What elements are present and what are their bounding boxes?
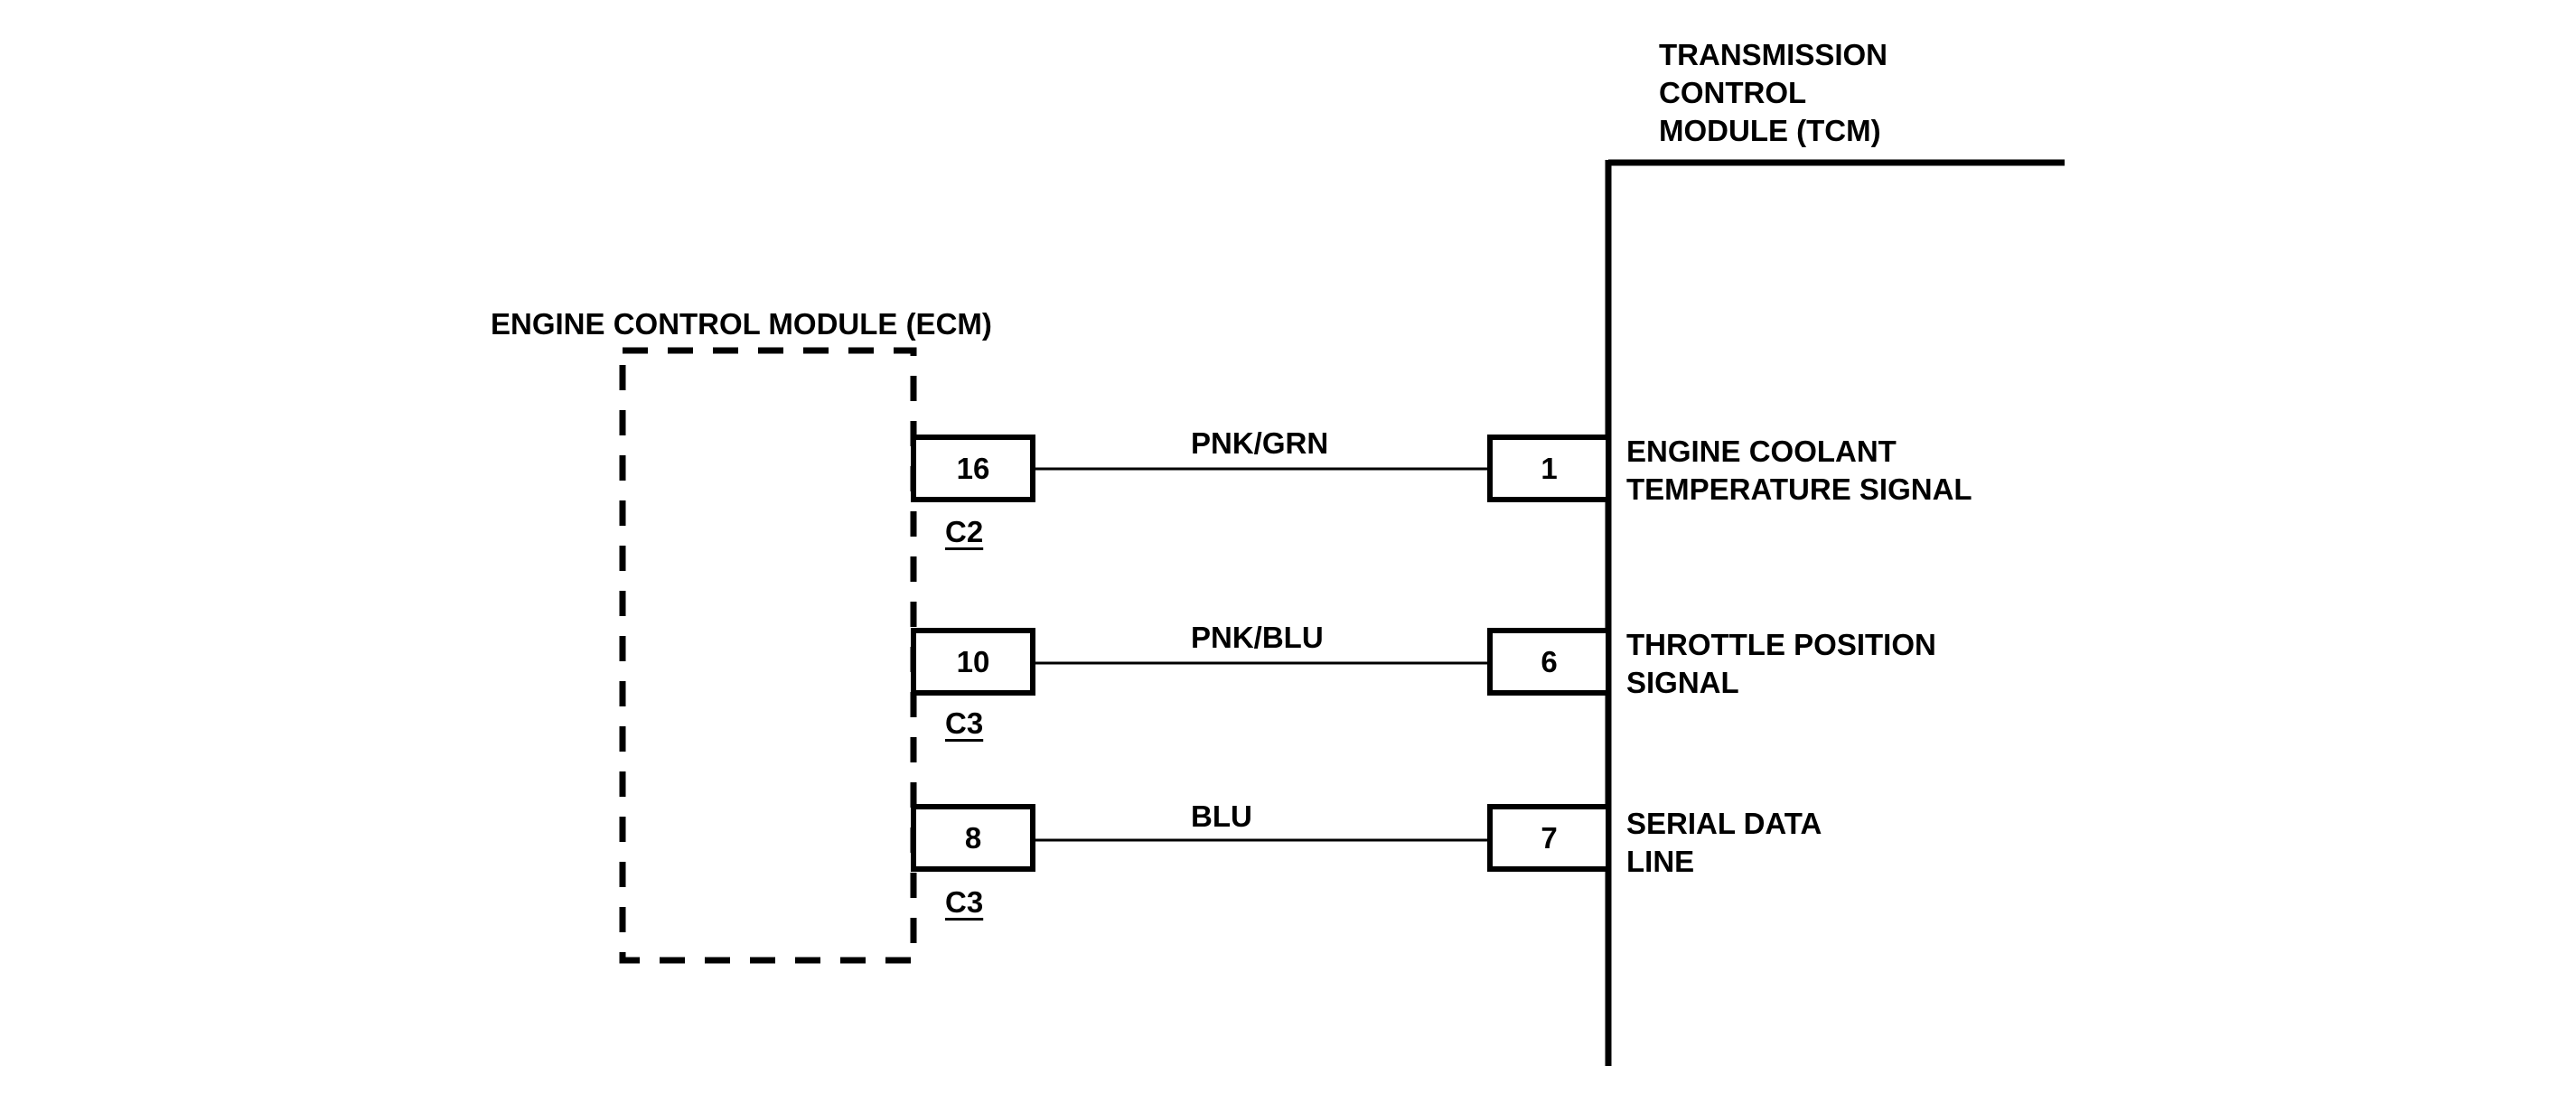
ecm-pin-8: 8 [964,821,982,855]
ecm-connector-c3-b: C3 [945,885,984,919]
signal-2-line-1: THROTTLE POSITION [1626,628,1936,661]
ecm-connector-c2: C2 [945,515,984,548]
ecm-pin-box-8 [911,804,1035,872]
ecm-outline [619,347,917,964]
signal-throttle-position: THROTTLE POSITION SIGNAL [1626,626,1936,702]
tcm-title-line-2: CONTROL [1659,76,1807,109]
ecm-connector-c3-a: C3 [945,706,984,740]
tcm-title-line-1: TRANSMISSION [1659,38,1888,71]
tcm-title: TRANSMISSION CONTROL MODULE (TCM) [1659,36,1888,150]
tcm-pin-box-1 [1487,435,1611,502]
signal-3-line-2: LINE [1626,845,1695,878]
ecm-pin-10: 10 [956,645,990,678]
ecm-title: ENGINE CONTROL MODULE (ECM) [491,307,992,341]
tcm-pin-box-7 [1487,804,1611,872]
tcm-pin-7: 7 [1541,821,1558,855]
signal-2-line-2: SIGNAL [1626,666,1739,699]
tcm-pin-1: 1 [1541,452,1558,485]
signal-3-line-1: SERIAL DATA [1626,807,1822,840]
signal-1-line-1: ENGINE COOLANT [1626,435,1897,468]
tcm-pin-box-6 [1487,628,1611,696]
signal-engine-coolant: ENGINE COOLANT TEMPERATURE SIGNAL [1626,433,1972,509]
ecm-pin-16: 16 [956,452,990,485]
signal-1-line-2: TEMPERATURE SIGNAL [1626,472,1972,506]
tcm-title-line-3: MODULE (TCM) [1659,114,1881,147]
ecm-pin-box-10 [911,628,1035,696]
signal-serial-data: SERIAL DATA LINE [1626,805,1822,881]
wire-label-pnk-grn: PNK/GRN [1191,426,1329,460]
wire-label-pnk-blu: PNK/BLU [1191,621,1324,654]
tcm-pin-6: 6 [1541,645,1558,678]
wire-label-blu: BLU [1191,799,1252,833]
